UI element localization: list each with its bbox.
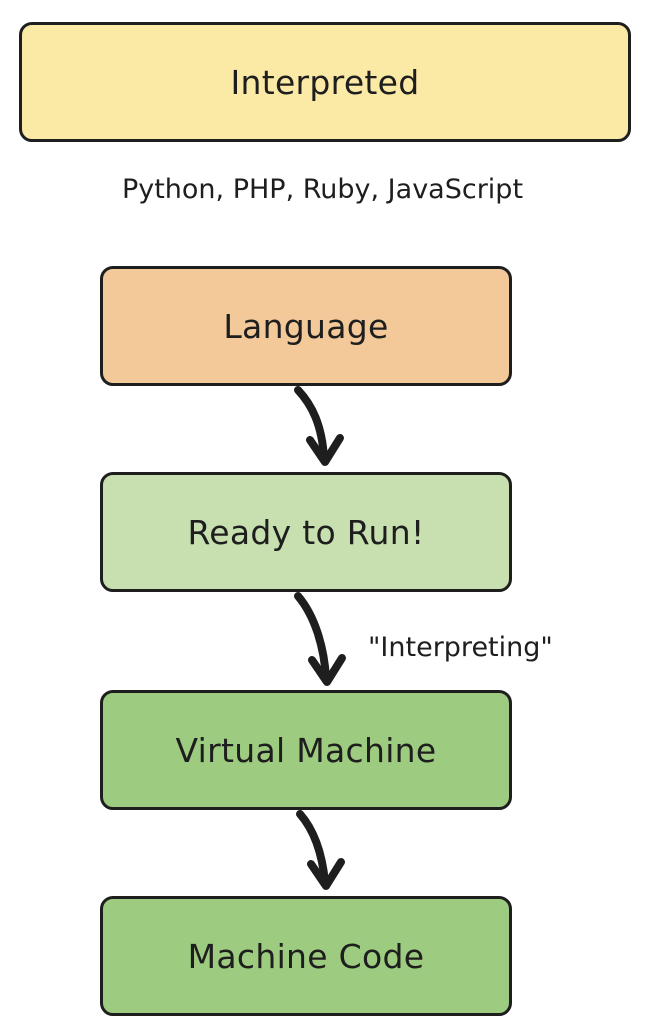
arrowhead-ready-to-vm: [308, 654, 346, 686]
interpreted-title-box: Interpreted: [19, 22, 631, 142]
ready-to-run-step-label: Ready to Run!: [187, 512, 425, 552]
ready-to-run-step-box: Ready to Run!: [100, 472, 512, 592]
interpreted-title: Interpreted: [230, 62, 420, 102]
virtual-machine-step-label: Virtual Machine: [175, 730, 437, 770]
arrowhead-language-to-ready: [306, 434, 344, 466]
arrowhead-vm-to-machine-code: [307, 858, 345, 890]
interpreting-edge-label: "Interpreting": [368, 632, 553, 663]
arrow-vm-to-machine-code: [296, 810, 329, 886]
machine-code-step-box: Machine Code: [100, 896, 512, 1016]
virtual-machine-step-box: Virtual Machine: [100, 690, 512, 810]
machine-code-step-label: Machine Code: [187, 936, 425, 976]
language-step-label: Language: [223, 306, 389, 346]
language-examples: Python, PHP, Ruby, JavaScript: [121, 174, 524, 205]
language-step-box: Language: [100, 266, 512, 386]
arrow-ready-to-vm: [294, 592, 330, 682]
arrow-language-to-ready: [294, 386, 328, 462]
